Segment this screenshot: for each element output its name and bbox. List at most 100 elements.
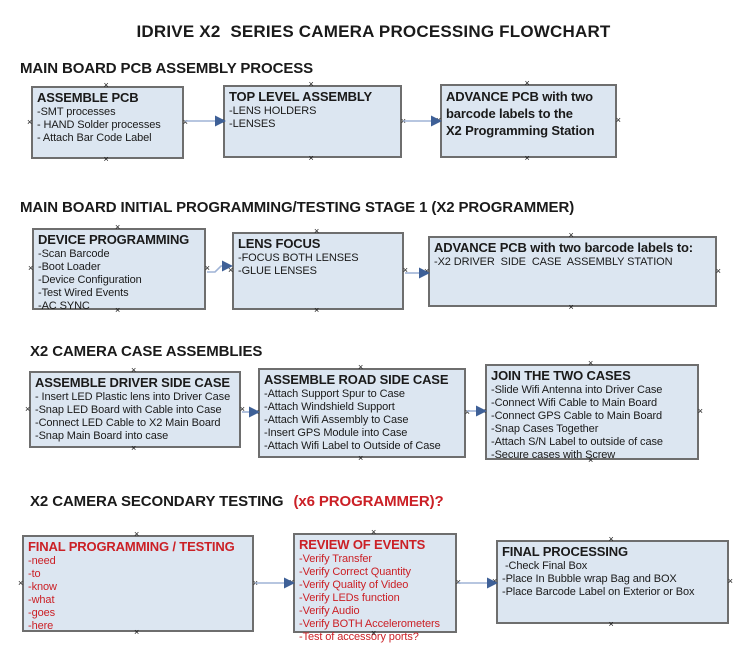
- process-box-final-processing: FINAL PROCESSING -Check Final Box -Place…: [492, 535, 733, 629]
- process-box-title: LENS FOCUS: [238, 236, 321, 251]
- process-step: -Attach S/N Label to outside of case: [491, 436, 663, 448]
- connector-handle-icon: ×: [727, 576, 733, 586]
- process-step: -to: [28, 568, 41, 580]
- process-box-join-the-two-cases: JOIN THE TWO CASES -Slide Wifi Antenna i…: [481, 359, 703, 465]
- process-box-assemble-driver-side-case: ASSEMBLE DRIVER SIDE CASE - Insert LED P…: [25, 366, 245, 453]
- process-step: -Slide Wifi Antenna into Driver Case: [491, 384, 663, 396]
- connector-handle-icon: ×: [252, 577, 258, 588]
- connector-handle-icon: ×: [436, 115, 442, 125]
- process-step: -Attach Windshield Support: [264, 401, 395, 413]
- process-step: -Attach Wifi Assembly to Case: [264, 414, 409, 426]
- process-box-final-programming-testing: FINAL PROGRAMMING / TESTING -need -to -k…: [18, 530, 258, 637]
- connector-handle-icon: ×: [615, 115, 621, 125]
- connector-handle-icon: ×: [289, 577, 295, 587]
- connector-handle-icon: ×: [492, 576, 498, 586]
- process-box-title: ASSEMBLE PCB: [37, 90, 139, 105]
- section-heading-text: MAIN BOARD PCB ASSEMBLY PROCESS: [20, 60, 314, 77]
- process-box-assemble-pcb: ASSEMBLE PCB -SMT processes - HAND Solde…: [27, 81, 188, 164]
- process-step: -Connect LED Cable to X2 Main Board: [35, 417, 221, 429]
- process-box-title: ASSEMBLE ROAD SIDE CASE: [264, 372, 449, 387]
- process-box-advance-pcb-to-driver-side-station: ADVANCE PCB with two barcode labels to: …: [424, 231, 721, 312]
- process-step: -Verify Transfer: [299, 553, 372, 565]
- connector-handle-icon: ×: [608, 534, 614, 544]
- connector-handle-icon: ×: [239, 403, 245, 414]
- connector-handle-icon: ×: [568, 302, 574, 312]
- process-step: -Secure cases with Screw: [491, 449, 616, 461]
- process-step: -Verify Correct Quantity: [299, 566, 411, 578]
- connector-handle-icon: ×: [697, 406, 703, 416]
- connector-handle-icon: ×: [131, 365, 137, 375]
- connector-handle-icon: ×: [131, 443, 137, 453]
- process-step: -know: [28, 581, 57, 593]
- process-step: -Snap Cases Together: [491, 423, 599, 435]
- process-box-top-level-assembly: TOP LEVEL ASSEMBLY -LENS HOLDERS -LENSES…: [219, 80, 406, 163]
- process-step: -SMT processes: [37, 106, 116, 118]
- process-box-title: FINAL PROCESSING: [502, 544, 628, 559]
- process-step: -Connect Wifi Cable to Main Board: [491, 397, 658, 409]
- connector-handle-icon: ×: [358, 453, 364, 463]
- process-box-review-of-events: REVIEW OF EVENTS -Verify Transfer -Verif…: [289, 528, 461, 644]
- connector-handle-icon: ×: [608, 619, 614, 629]
- connector-handle-icon: ×: [103, 154, 109, 164]
- process-step: - Attach Bar Code Label: [37, 132, 152, 144]
- connector-handle-icon: ×: [18, 577, 24, 588]
- process-step: -goes: [28, 607, 56, 619]
- process-step: -Verify BOTH Accelerometers: [299, 618, 440, 630]
- process-step: -what: [28, 594, 55, 606]
- connector-handle-icon: ×: [568, 230, 574, 240]
- process-step: -LENSES: [229, 118, 276, 130]
- process-box-title: ADVANCE PCB with two barcode labels to t…: [446, 89, 595, 138]
- section-heading-text: X2 CAMERA SECONDARY TESTING: [30, 493, 284, 510]
- process-step: - Insert LED Plastic lens into Driver Ca…: [35, 391, 231, 403]
- connector-handle-icon: ×: [204, 263, 210, 273]
- connector-handle-icon: ×: [455, 577, 461, 587]
- process-step: -Place In Bubble wrap Bag and BOX: [502, 573, 677, 585]
- connector-handle-icon: ×: [134, 529, 140, 539]
- process-step: -Insert GPS Module into Case: [264, 427, 408, 439]
- process-step: -Scan Barcode: [38, 248, 110, 260]
- process-box-title: TOP LEVEL ASSEMBLY: [229, 89, 372, 104]
- connector-handle-icon: ×: [481, 406, 487, 416]
- process-step: -Attach Support Spur to Case: [264, 388, 405, 400]
- process-step: -Attach Wifi Label to Outside of Case: [264, 440, 441, 452]
- process-box-title: REVIEW OF EVENTS: [299, 537, 426, 552]
- section-heading-red-text: (x6 PROGRAMMER)?: [293, 493, 444, 510]
- process-box-title: ASSEMBLE DRIVER SIDE CASE: [35, 375, 230, 390]
- process-step: -GLUE LENSES: [238, 265, 317, 277]
- process-step: -Verify Quality of Video: [299, 579, 409, 591]
- process-step: -Connect GPS Cable to Main Board: [491, 410, 663, 422]
- process-step: -Place Barcode Label on Exterior or Box: [502, 586, 695, 598]
- connector-handle-icon: ×: [400, 115, 406, 126]
- process-step: -here: [28, 620, 54, 632]
- section-heading-text: X2 CAMERA CASE ASSEMBLIES: [30, 343, 263, 360]
- connector-handle-icon: ×: [28, 263, 34, 273]
- flow-arrow-programming-to-lensfocus: [207, 260, 233, 273]
- process-step: -Snap Main Board into case: [35, 430, 169, 442]
- connector-handle-icon: ×: [182, 116, 188, 127]
- connector-handle-icon: ×: [371, 527, 377, 537]
- process-step: -FOCUS BOTH LENSES: [238, 252, 359, 264]
- process-step-overflowing: -Test of accessory ports?: [299, 631, 419, 643]
- connector-handle-icon: ×: [103, 80, 109, 90]
- process-box-assemble-road-side-case: ASSEMBLE ROAD SIDE CASE -Attach Support …: [254, 363, 470, 463]
- connector-handle-icon: ×: [358, 362, 364, 372]
- connector-handle-icon: ×: [314, 305, 320, 315]
- process-box-device-programming: DEVICE PROGRAMMING -Scan Barcode -Boot L…: [28, 223, 210, 315]
- process-box-title: JOIN THE TWO CASES: [491, 368, 631, 383]
- process-box-advance-pcb-to-programming-station: ADVANCE PCB with two barcode labels to t…: [436, 79, 621, 163]
- connector-handle-icon: ×: [25, 403, 31, 414]
- section-heading-case-assemblies: X2 CAMERA CASE ASSEMBLIES: [30, 343, 262, 360]
- process-step: -need: [28, 555, 56, 567]
- process-step: -AC SYNC: [38, 300, 90, 312]
- process-box-title: FINAL PROGRAMMING / TESTING: [28, 539, 235, 554]
- connector-handle-icon: ×: [254, 407, 260, 417]
- process-box-lens-focus: LENS FOCUS -FOCUS BOTH LENSES -GLUE LENS…: [228, 227, 408, 315]
- connector-handle-icon: ×: [424, 265, 430, 276]
- process-box-title: ADVANCE PCB with two barcode labels to:: [434, 240, 693, 255]
- section-heading-initial-programming: MAIN BOARD INITIAL PROGRAMMING/TESTING S…: [20, 199, 574, 216]
- process-step: -LENS HOLDERS: [229, 105, 317, 117]
- process-step: -Device Configuration: [38, 274, 142, 286]
- process-step: -Test Wired Events: [38, 287, 129, 299]
- process-step: -Verify Audio: [299, 605, 360, 617]
